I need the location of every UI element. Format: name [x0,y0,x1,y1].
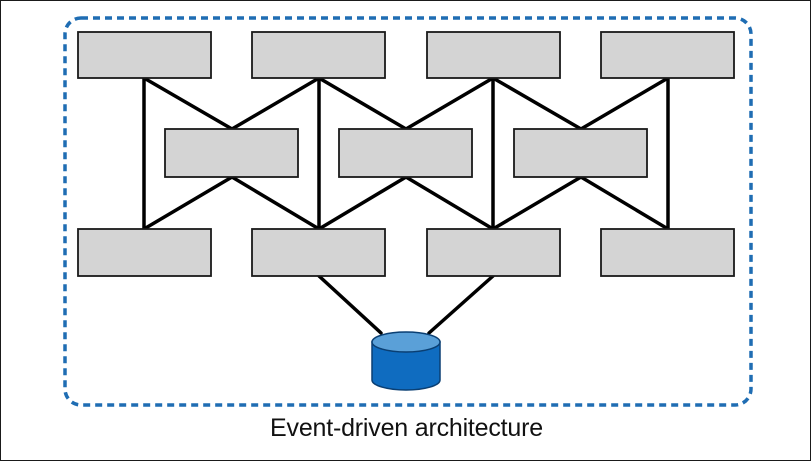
connector-lines [142,76,670,335]
connector-line [579,76,670,131]
service-box [251,228,386,277]
bottom-row-services [77,228,735,277]
database-link [317,274,383,335]
service-box [426,228,561,277]
service-box [600,31,735,79]
connector-line [491,76,583,131]
service-box [164,128,299,178]
service-box [338,128,473,178]
diagram-caption: Event-driven architecture [270,414,543,442]
connector-line [230,175,321,231]
service-box [251,31,386,79]
connector-line [317,76,408,131]
connector-line [317,175,408,231]
service-box [77,31,212,79]
connector-line [404,175,495,231]
middle-row-services [164,128,648,178]
database-icon [371,331,441,391]
connector-line [579,175,670,231]
connector-line [491,175,583,231]
top-row-services [77,31,735,79]
connector-line [404,76,495,131]
service-box [600,228,735,277]
database-link [427,274,495,335]
connector-line [142,76,234,131]
system-boundary [63,16,753,407]
connector-line [142,175,234,231]
service-box [77,228,212,277]
service-box [513,128,648,178]
connector-line [230,76,321,131]
service-box [426,31,561,79]
